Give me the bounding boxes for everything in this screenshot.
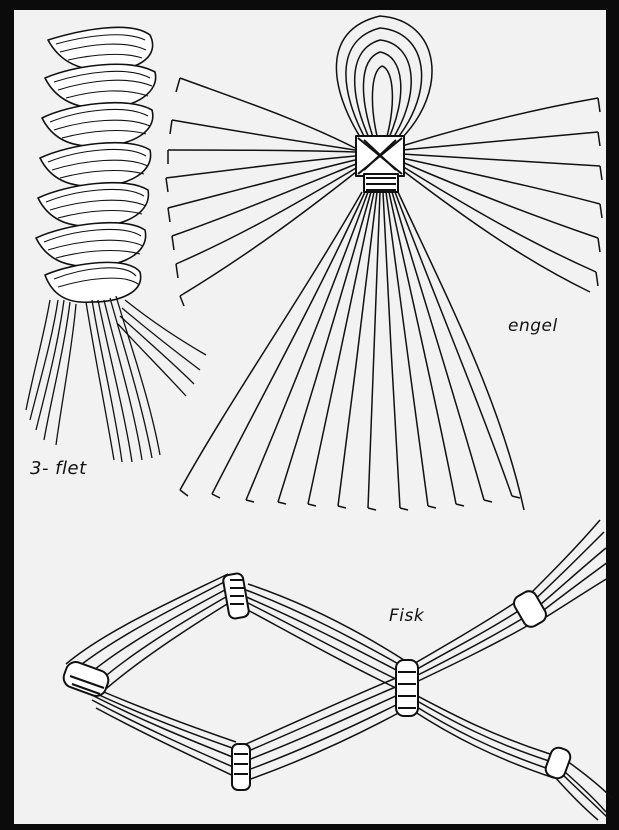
fish-lower-right-strands	[246, 678, 404, 780]
braid-segment	[48, 27, 153, 70]
fish-tail-upper-strands	[410, 520, 608, 684]
fish-knot-bottom	[232, 744, 250, 790]
braid-segment	[40, 143, 151, 187]
braid-segment	[38, 183, 148, 227]
braid-segment	[45, 262, 141, 302]
three-strand-braid-drawing	[26, 27, 206, 462]
angel-left-arm	[166, 78, 356, 306]
angel-drawing	[166, 16, 602, 510]
fish-tail-lower-strands	[410, 692, 612, 820]
fish-knots	[61, 573, 573, 790]
fish-knot-tail-top	[511, 588, 549, 629]
braid-label: 3- flet	[30, 458, 87, 479]
fish-upper-right-strands	[244, 584, 404, 688]
fish-drawing	[61, 520, 612, 820]
braid-segment	[36, 223, 146, 267]
braid-segment	[42, 103, 153, 147]
fish-label: Fisk	[389, 606, 424, 626]
angel-skirt	[180, 192, 524, 510]
angel-head	[336, 16, 432, 140]
braid-segment	[45, 64, 156, 108]
fish-knot-left	[61, 659, 111, 698]
angel-label: engel	[508, 316, 558, 336]
angel-knot	[356, 136, 404, 192]
